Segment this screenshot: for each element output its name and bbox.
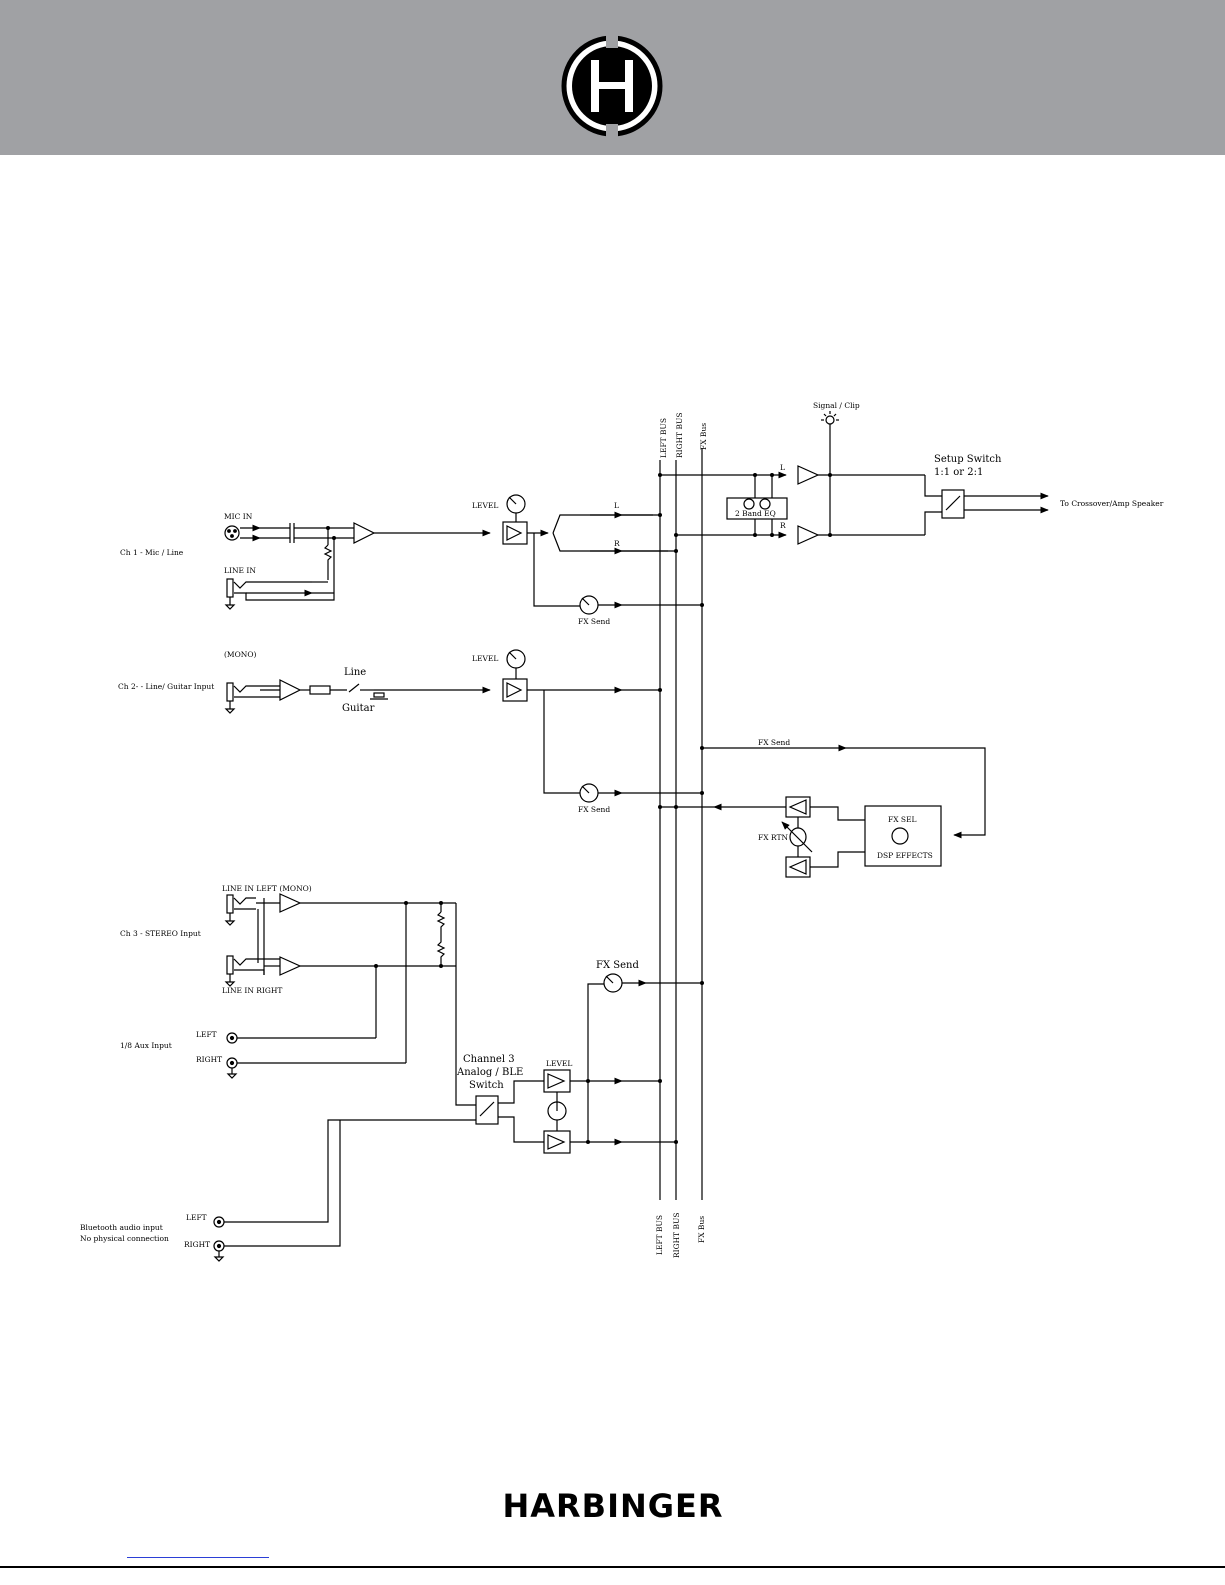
signal-clip-led-icon <box>821 411 839 425</box>
fx-bus-bottom-label: FX Bus <box>697 1216 706 1243</box>
ch1-line-in-jack-icon <box>224 578 236 610</box>
aux-left-label: LEFT <box>196 1030 217 1039</box>
dsp-effects-box <box>864 805 942 867</box>
ch2-jack-icon <box>224 682 236 714</box>
eq-label: 2 Band EQ <box>735 509 776 518</box>
line-in-left-label: LINE IN LEFT (MONO) <box>222 884 312 893</box>
aux-right-label: RIGHT <box>196 1055 222 1064</box>
ch3-analog-ble-switch-icon <box>475 1095 499 1125</box>
aux-input-label: 1/8 Aux Input <box>120 1041 172 1050</box>
junction-dots <box>326 473 832 1144</box>
ch2-level-label: LEVEL <box>472 654 498 663</box>
eq-low-knob-icon <box>743 498 755 510</box>
main-r-label: R <box>780 521 786 530</box>
main-amp-r-icon <box>797 525 820 545</box>
bt-right-label: RIGHT <box>184 1240 210 1249</box>
line-switch-label: Line <box>344 667 366 678</box>
ch3-fx-send-label: FX Send <box>596 960 639 971</box>
bt-label-2: No physical connection <box>80 1234 169 1243</box>
brand-name-text: HARBINGER <box>503 1488 723 1522</box>
ch3-line-in-right-jack-icon <box>224 955 236 987</box>
mic-in-label: MIC IN <box>224 512 253 521</box>
ch2-label: Ch 2- - Line/ Guitar Input <box>118 682 214 691</box>
ch1-fx-send-label: FX Send <box>578 617 610 626</box>
setup-switch-icon <box>941 489 965 519</box>
bt-label-1: Bluetooth audio input <box>80 1223 163 1232</box>
right-bus-bottom-label: RIGHT BUS <box>672 1213 681 1259</box>
ch1-l-label: L <box>614 501 619 510</box>
ch1-level-label: LEVEL <box>472 501 498 510</box>
mono-label: (MONO) <box>224 650 256 659</box>
fx-rtn-label: FX RTN <box>758 833 788 842</box>
right-bus-top-label: RIGHT BUS <box>675 413 684 459</box>
footer-link-underline[interactable] <box>127 1557 269 1558</box>
mic-in-xlr-icon <box>224 525 240 541</box>
ch3-switch-label-3: Switch <box>469 1080 504 1091</box>
line-in-right-label: LINE IN RIGHT <box>222 986 282 995</box>
setup-switch-label: Setup Switch <box>934 454 1002 465</box>
output-label: To Crossover/Amp Speaker <box>1060 499 1164 508</box>
fx-bus-top-label: FX Bus <box>699 423 708 450</box>
main-amp-l-icon <box>797 465 820 485</box>
fx-sel-label: FX SEL <box>888 815 917 824</box>
ch1-line-in-label: LINE IN <box>224 566 256 575</box>
footer-rule <box>0 1566 1225 1568</box>
bt-left-label: LEFT <box>186 1213 207 1222</box>
setup-switch-ratio-label: 1:1 or 2:1 <box>934 467 983 478</box>
left-bus-bottom-label: LEFT BUS <box>655 1215 664 1255</box>
left-bus-top-label: LEFT BUS <box>659 418 668 458</box>
signal-clip-label: Signal / Clip <box>813 401 860 410</box>
harbinger-h-logo-icon <box>561 34 663 138</box>
ch1-preamp-icon <box>353 522 376 544</box>
harbinger-wordmark-icon: HARBINGER <box>502 1487 723 1525</box>
fx-send-bus-label: FX Send <box>758 738 790 747</box>
ch3-left-preamp-icon <box>279 893 302 913</box>
ch2-resistor <box>309 685 331 695</box>
ch3-switch-label-2: Analog / BLE <box>456 1067 523 1078</box>
eq-high-knob-icon <box>759 498 771 510</box>
ch2-preamp-icon <box>279 679 302 701</box>
line-guitar-switch-icon <box>348 683 360 693</box>
ch3-label: Ch 3 - STEREO Input <box>120 929 201 938</box>
ch1-r-label: R <box>614 539 620 548</box>
brand-logo: HARBINGER <box>0 1487 1225 1527</box>
guitar-pushbutton <box>373 692 385 698</box>
ch3-switch-label-1: Channel 3 <box>463 1054 515 1065</box>
ch3-level-label: LEVEL <box>546 1059 572 1068</box>
dsp-effects-label: DSP EFFECTS <box>877 851 933 860</box>
fx-sel-knob-icon <box>891 827 909 845</box>
main-l-label: L <box>780 463 785 472</box>
ch3-right-preamp-icon <box>279 956 302 976</box>
ch1-label: Ch 1 - Mic / Line <box>120 548 184 557</box>
2-band-eq-box <box>726 497 788 520</box>
ch3-line-in-left-jack-icon <box>224 894 236 926</box>
guitar-switch-label: Guitar <box>342 703 375 714</box>
ch2-fx-send-label: FX Send <box>578 805 610 814</box>
